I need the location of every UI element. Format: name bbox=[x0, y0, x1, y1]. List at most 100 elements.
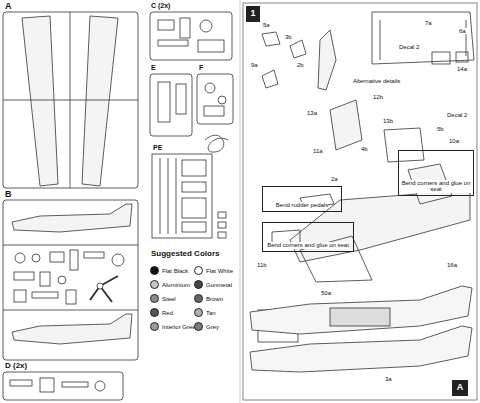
color-legend-item: Tan bbox=[194, 308, 216, 317]
color-name: Grey bbox=[206, 324, 219, 330]
color-legend-item: Flat White bbox=[194, 266, 233, 275]
drawing-stroke bbox=[204, 106, 224, 116]
color-name: Steel bbox=[162, 296, 176, 302]
inset-note: Bend rudder pedals bbox=[276, 202, 328, 209]
callout-number: 14a bbox=[456, 66, 468, 72]
color-name: Brown bbox=[206, 296, 223, 302]
drawing-stroke bbox=[158, 20, 174, 30]
color-legend-item: Red bbox=[150, 308, 173, 317]
drawing-stroke bbox=[205, 135, 228, 152]
drawing-stroke bbox=[182, 182, 206, 192]
color-swatch bbox=[194, 322, 203, 331]
drawing-stroke bbox=[12, 314, 132, 344]
drawing-stroke bbox=[90, 276, 118, 302]
sprue-letter: E bbox=[150, 64, 157, 71]
step-number-box: A bbox=[452, 380, 468, 396]
drawing-stroke bbox=[456, 52, 468, 62]
drawing-stroke bbox=[330, 308, 390, 326]
step-number: 1 bbox=[250, 9, 255, 19]
drawing-stroke bbox=[3, 200, 138, 360]
sprue-letter: C (2x) bbox=[150, 2, 171, 9]
drawing-stroke bbox=[58, 276, 66, 284]
detail-inset-box: Bend corners and glue on seat bbox=[262, 222, 354, 252]
color-name: Aluminium bbox=[162, 282, 190, 288]
drawing-stroke bbox=[432, 52, 450, 64]
drawing-stroke bbox=[290, 40, 306, 58]
drawing-stroke bbox=[160, 158, 161, 234]
color-swatch bbox=[150, 280, 159, 289]
color-name: Red bbox=[162, 310, 173, 316]
drawing-stroke bbox=[218, 212, 226, 218]
drawing-stroke bbox=[3, 100, 138, 101]
drawing-stroke bbox=[200, 20, 212, 32]
drawing-stroke bbox=[180, 18, 190, 38]
drawing-stroke bbox=[262, 32, 280, 46]
drawing-stroke bbox=[70, 250, 78, 270]
drawing-stroke bbox=[182, 160, 206, 176]
callout-number: 5b bbox=[436, 126, 445, 132]
drawing-stroke bbox=[10, 380, 32, 386]
drawing-stroke bbox=[112, 254, 124, 266]
sprue-letter: A bbox=[4, 2, 13, 11]
drawing-stroke bbox=[97, 283, 103, 289]
drawing-stroke bbox=[198, 40, 224, 52]
drawing-stroke bbox=[3, 12, 138, 188]
callout-number: 13a bbox=[306, 110, 318, 116]
color-name: Tan bbox=[206, 310, 216, 316]
sprue-letter: D (2x) bbox=[4, 362, 28, 370]
color-swatch bbox=[150, 308, 159, 317]
color-legend-item: Aluminium bbox=[150, 280, 190, 289]
color-swatch bbox=[194, 294, 203, 303]
color-legend-item: Gunmetal bbox=[194, 280, 232, 289]
color-swatch bbox=[150, 294, 159, 303]
drawing-stroke bbox=[158, 40, 188, 46]
detail-inset-box: Bend corners and glue on seat bbox=[398, 150, 474, 196]
note-text: Suggested Colors bbox=[150, 250, 220, 258]
inset-note: Bend corners and glue on seat bbox=[401, 180, 471, 193]
drawing-stroke bbox=[218, 232, 226, 238]
color-swatch bbox=[194, 308, 203, 317]
drawing-stroke bbox=[62, 382, 88, 387]
note-text: Alternative details bbox=[352, 78, 401, 84]
color-legend-item: Grey bbox=[194, 322, 219, 331]
drawing-stroke bbox=[14, 272, 34, 280]
sprue-letter: PE bbox=[152, 144, 163, 151]
callout-number: 9a bbox=[250, 62, 259, 68]
drawing-stroke bbox=[466, 20, 467, 56]
drawing-stroke bbox=[82, 16, 118, 186]
drawing-stroke bbox=[14, 290, 26, 302]
drawing-stroke bbox=[197, 74, 233, 124]
drawing-stroke bbox=[380, 20, 381, 60]
callout-number: 2a bbox=[330, 176, 339, 182]
drawing-stroke bbox=[15, 253, 25, 263]
color-swatch bbox=[194, 280, 203, 289]
callout-number: 3a bbox=[384, 376, 393, 382]
drawing-stroke bbox=[3, 245, 138, 246]
color-swatch bbox=[150, 266, 159, 275]
color-legend-item: Flat Black bbox=[150, 266, 188, 275]
drawing-stroke bbox=[318, 30, 336, 90]
drawing-stroke bbox=[384, 128, 424, 162]
callout-number: 13b bbox=[382, 118, 394, 124]
color-name: Gunmetal bbox=[206, 282, 232, 288]
drawing-stroke bbox=[218, 222, 226, 228]
drawing-stroke bbox=[40, 378, 54, 392]
drawing-stroke bbox=[40, 272, 50, 286]
drawing-stroke bbox=[372, 12, 474, 64]
color-legend-item: Steel bbox=[150, 294, 176, 303]
note-text: Decal 2 bbox=[446, 112, 468, 118]
drawing-stroke bbox=[150, 74, 192, 136]
note-text: Decal 2 bbox=[398, 44, 420, 50]
callout-number: 6a bbox=[458, 28, 467, 34]
color-name: Flat Black bbox=[162, 268, 188, 274]
step-number-box: 1 bbox=[246, 6, 260, 22]
color-swatch bbox=[194, 266, 203, 275]
drawing-stroke bbox=[95, 381, 105, 391]
drawing-stroke bbox=[32, 292, 58, 298]
sprue-letter: B bbox=[4, 190, 13, 199]
callout-number: 12b bbox=[372, 94, 384, 100]
drawing-stroke bbox=[240, 0, 241, 403]
drawing-stroke bbox=[66, 290, 76, 304]
drawing-stroke bbox=[158, 82, 170, 122]
